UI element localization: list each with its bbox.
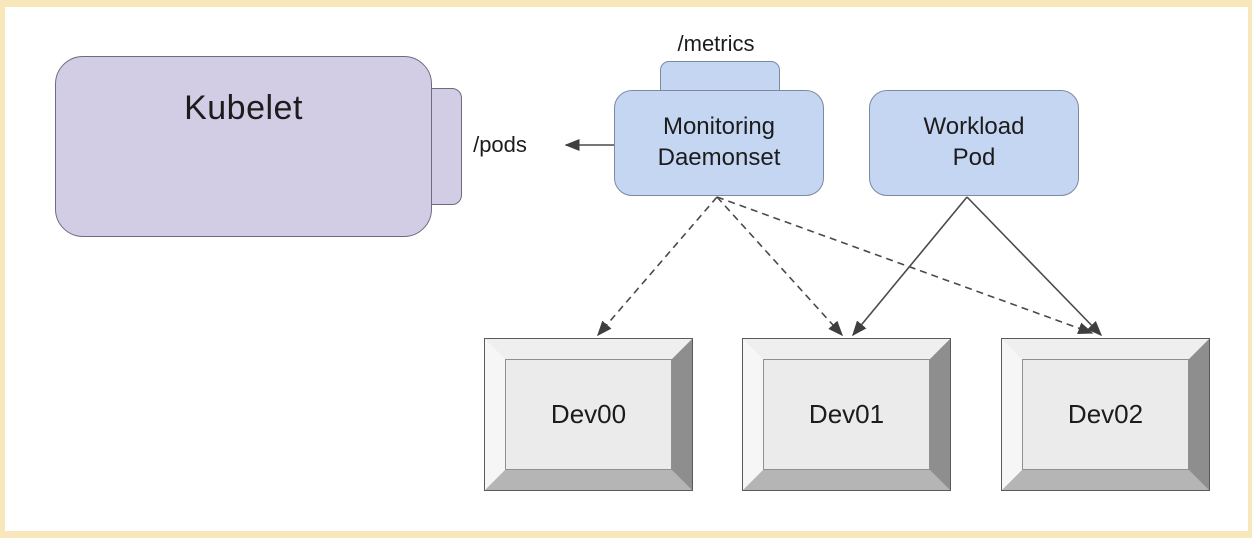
device-dev00-face: Dev00 bbox=[505, 359, 672, 470]
workload-pod-node: Workload Pod bbox=[869, 90, 1079, 196]
kubelet-label: Kubelet bbox=[184, 89, 303, 127]
pods-endpoint-label: /pods bbox=[473, 132, 527, 157]
device-dev00-label: Dev00 bbox=[550, 399, 627, 429]
edge-workload-pod-to-dev01 bbox=[852, 196, 968, 337]
device-dev02: Dev02 bbox=[1001, 338, 1210, 491]
monitoring-daemonset-label: Monitoring Daemonset bbox=[657, 113, 781, 171]
edge-monitoring-daemonset-to-dev01 bbox=[716, 196, 844, 337]
frame-border-bottom bbox=[0, 531, 1252, 538]
monitoring-daemonset-node: Monitoring Daemonset bbox=[614, 90, 824, 196]
device-dev01-label: Dev01 bbox=[808, 399, 885, 429]
workload-pod-label: Workload Pod bbox=[923, 113, 1025, 171]
edge-monitoring-daemonset-to-dev02 bbox=[716, 196, 1094, 335]
kubelet-node: Kubelet bbox=[55, 56, 432, 237]
frame-border-right bbox=[1248, 0, 1252, 538]
device-dev00: Dev00 bbox=[484, 338, 693, 491]
device-dev02-face: Dev02 bbox=[1022, 359, 1189, 470]
frame-border-top bbox=[0, 0, 1252, 7]
device-dev01-face: Dev01 bbox=[763, 359, 930, 470]
edge-monitoring-daemonset-to-dev00 bbox=[597, 196, 718, 337]
metrics-endpoint-label: /metrics bbox=[677, 31, 755, 56]
device-dev02-label: Dev02 bbox=[1067, 399, 1144, 429]
edge-workload-pod-to-dev02 bbox=[966, 196, 1103, 337]
frame-border-left bbox=[0, 0, 5, 538]
device-dev01: Dev01 bbox=[742, 338, 951, 491]
